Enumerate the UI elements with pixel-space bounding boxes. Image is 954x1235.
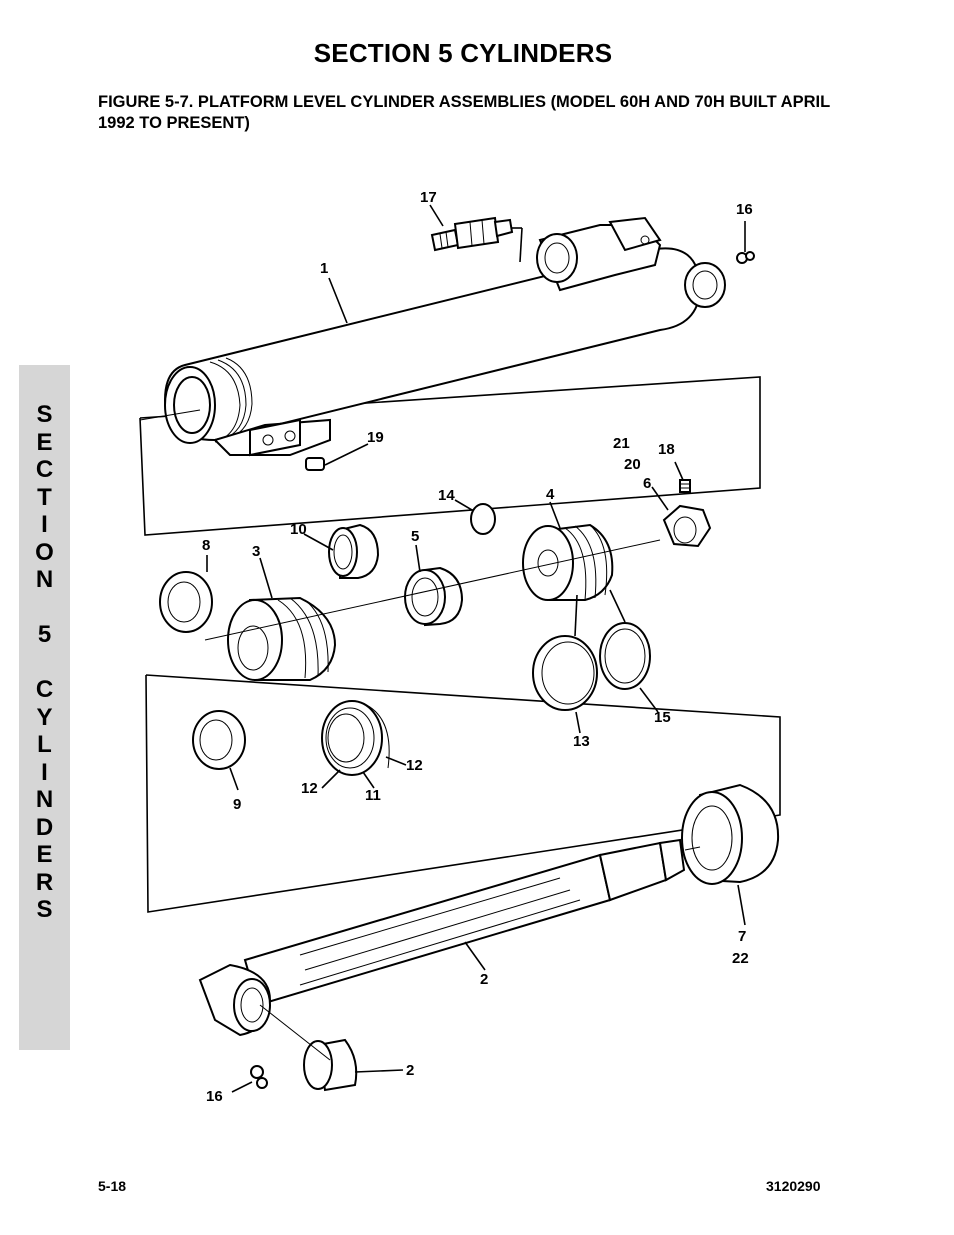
side-tab-letter: E xyxy=(36,428,53,456)
seal-kit-11-12 xyxy=(321,700,390,776)
side-tab-letter: D xyxy=(35,813,54,841)
callout-13: 13 xyxy=(573,733,590,750)
callout-17: 17 xyxy=(420,189,437,206)
callout-14: 14 xyxy=(438,487,455,504)
set-screw-19 xyxy=(305,443,369,471)
side-tab-letter: R xyxy=(35,868,54,896)
grease-fitting-bottom xyxy=(231,1065,268,1093)
rod-bushing xyxy=(303,1038,358,1092)
spacer-5 xyxy=(404,566,464,627)
side-tab-letter: S xyxy=(36,896,53,923)
callout-22: 22 xyxy=(732,950,749,967)
callout-2-rod: 2 xyxy=(480,971,488,988)
rod-nut-7 xyxy=(681,783,780,926)
callout-8: 8 xyxy=(202,537,210,554)
side-tab-letter: E xyxy=(36,841,53,868)
callout-12-left: 12 xyxy=(301,780,318,797)
callout-7: 7 xyxy=(738,928,746,945)
page-number: 5-18 xyxy=(98,1178,127,1194)
grease-fitting-top xyxy=(736,221,755,264)
callout-9: 9 xyxy=(233,796,241,813)
callout-5: 5 xyxy=(411,528,419,545)
callout-2-bushing: 2 xyxy=(406,1062,414,1079)
side-tab-letter: O xyxy=(35,538,54,566)
side-tab-letter: I xyxy=(41,511,48,538)
cylinder-head-3 xyxy=(227,596,337,681)
set-screw-18 xyxy=(679,479,691,493)
callout-1: 1 xyxy=(320,260,328,277)
seal-15 xyxy=(599,589,651,690)
callout-18: 18 xyxy=(658,441,675,458)
side-tab-letter: N xyxy=(35,566,54,593)
bushing-10 xyxy=(328,523,380,579)
callout-11: 11 xyxy=(365,787,381,804)
callout-20: 20 xyxy=(624,456,641,473)
side-tab-letter: 5 xyxy=(37,621,52,648)
wiper-8 xyxy=(159,571,213,633)
callout-21: 21 xyxy=(613,435,630,452)
lower-frame xyxy=(145,674,781,913)
document-number: 3120290 xyxy=(766,1178,821,1194)
section-side-tab: S E C T I O N 5 C Y L I N D E R S xyxy=(19,365,70,1050)
side-tab-letter: C xyxy=(35,456,54,483)
lock-nut-6 xyxy=(651,486,712,548)
side-tab-letter: S xyxy=(36,401,53,428)
section-title: SECTION 5 CYLINDERS xyxy=(313,38,613,68)
upper-frame xyxy=(139,376,761,536)
side-tab-letter: N xyxy=(35,786,54,813)
callout-16-bottom: 16 xyxy=(206,1088,223,1105)
side-tab-letter: I xyxy=(41,758,48,786)
callout-16-top: 16 xyxy=(736,201,753,218)
callout-12-right: 12 xyxy=(406,757,423,774)
leader-lines xyxy=(206,204,684,1073)
assembly-axis-lines xyxy=(139,409,701,1061)
callout-10: 10 xyxy=(290,521,307,538)
side-tab-letter: Y xyxy=(36,703,53,731)
callout-6: 6 xyxy=(643,475,651,492)
side-tab-letters: S E C T I O N 5 C Y L I N D E R S xyxy=(19,401,70,924)
o-ring-14 xyxy=(470,503,496,535)
piston xyxy=(522,523,614,601)
callout-19: 19 xyxy=(367,429,384,446)
side-tab-letter: T xyxy=(37,483,52,511)
callout-3: 3 xyxy=(252,543,260,560)
figure-caption: FIGURE 5-7. PLATFORM LEVEL CYLINDER ASSE… xyxy=(98,93,830,132)
valve-fitting xyxy=(430,216,523,263)
side-tab-letter: C xyxy=(35,676,54,703)
piston-rod xyxy=(198,838,686,1037)
cylinder-barrel xyxy=(163,216,726,457)
side-tab-letter: L xyxy=(37,731,52,758)
seal-9 xyxy=(192,710,246,770)
callout-15: 15 xyxy=(654,709,671,726)
callout-4: 4 xyxy=(546,486,555,503)
wear-ring-13 xyxy=(532,594,598,711)
